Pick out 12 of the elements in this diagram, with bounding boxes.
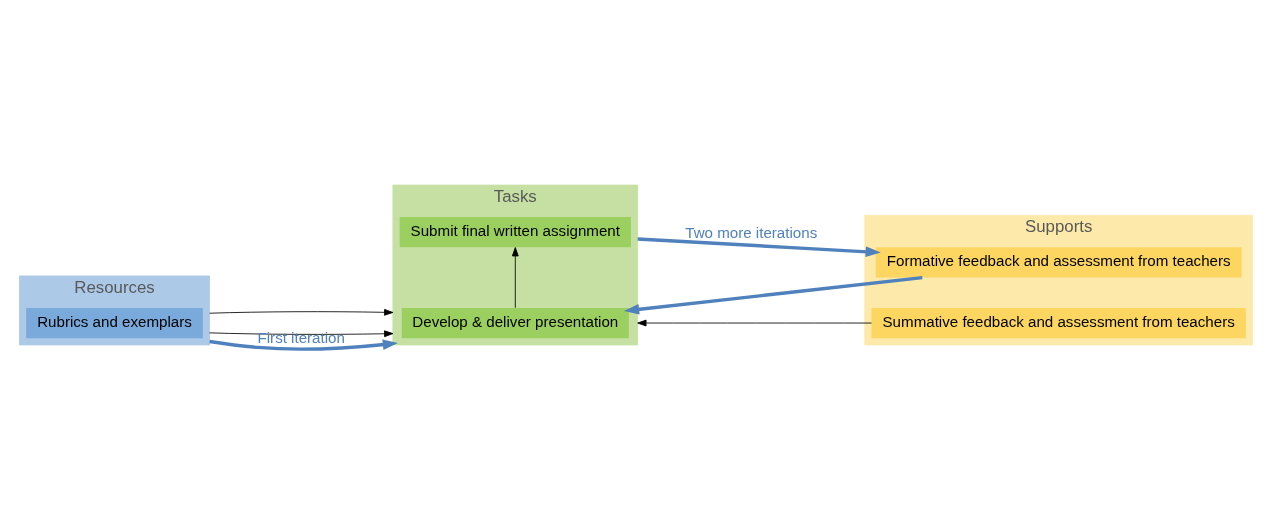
arrow <box>209 339 398 351</box>
node-box: Develop & deliver presentation <box>401 307 629 339</box>
edge-label: Two more iterations <box>685 223 818 241</box>
arrow <box>637 319 872 327</box>
node-box: Summative feedback and assessment from teachers <box>871 307 1246 339</box>
arrow <box>637 237 881 258</box>
arrow <box>209 308 394 316</box>
arrow <box>511 247 519 309</box>
arrow <box>624 275 923 315</box>
node-box: Submit final written assignment <box>399 217 631 248</box>
node-box: Formative feedback and assessment from teachers <box>875 247 1242 278</box>
node-box: Rubrics and exemplars <box>26 307 203 339</box>
